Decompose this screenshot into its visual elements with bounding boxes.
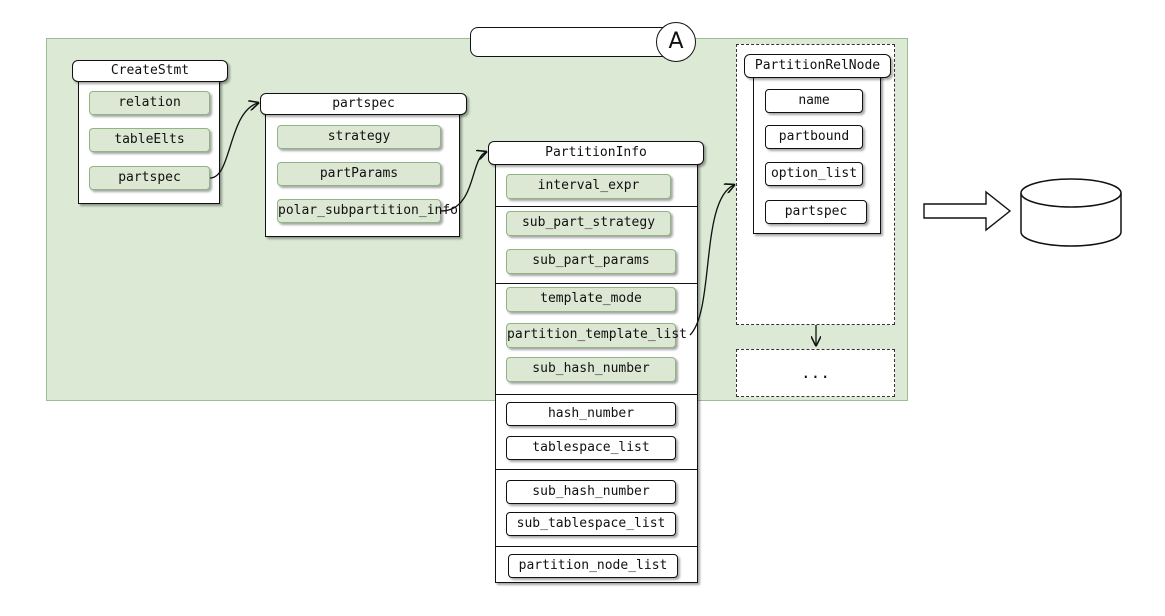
pi-field-partition-node-list: partition_node_list [508,554,678,578]
prn-field-name: name [765,89,863,113]
prn-field-option-list: option_list [765,162,863,186]
partitioninfo-title: PartitionInfo [488,141,704,165]
partspec-field-strategy: strategy [277,125,441,149]
partitioninfo-separator [495,206,698,207]
hollow-arrow-icon [923,190,1012,232]
arrow-template-list-to-partitionrelnode [689,185,734,336]
createstmt-title: CreateStmt [72,60,228,82]
more-nodes-box: ... [736,349,895,397]
arrow-partspec-to-partitioninfo [440,152,486,212]
createstmt-field-partspec: partspec [89,166,210,190]
partspec-title: partspec [260,93,467,115]
pi-field-sub-part-strategy: sub_part_strategy [506,211,671,236]
partspec-field-partparams: partParams [277,162,441,186]
pi-field-hash-number: hash_number [506,402,676,426]
partitioninfo-separator [495,546,698,547]
pi-field-sub-tablespace-list: sub_tablespace_list [506,512,676,536]
pi-field-sub-hash-number-2: sub_hash_number [506,480,676,504]
partitioninfo-separator [495,283,698,284]
pi-field-sub-hash-number: sub_hash_number [506,357,676,382]
pi-field-template-mode: template_mode [506,287,676,312]
createstmt-field-relation: relation [89,91,210,115]
pi-field-tablespace-list: tablespace_list [506,436,676,460]
pi-field-interval-expr: interval_expr [506,174,671,199]
region-label-pill [470,27,690,57]
partitioninfo-separator [495,469,698,470]
createstmt-field-tableelts: tableElts [89,128,210,152]
region-label-a: A [656,22,696,62]
arrow-createstmt-to-partspec [209,103,258,179]
partspec-field-polar-subpartition-info: polar_subpartition_info [277,199,458,223]
pi-field-partition-template-list: partition_template_list [506,323,687,348]
database-icon [1020,178,1122,247]
prn-field-partbound: partbound [765,125,863,149]
partitioninfo-separator [495,394,698,395]
prn-field-partspec: partspec [765,200,867,224]
partitionrelnode-title: PartitionRelNode [744,54,891,78]
pi-field-sub-part-params: sub_part_params [506,249,676,274]
